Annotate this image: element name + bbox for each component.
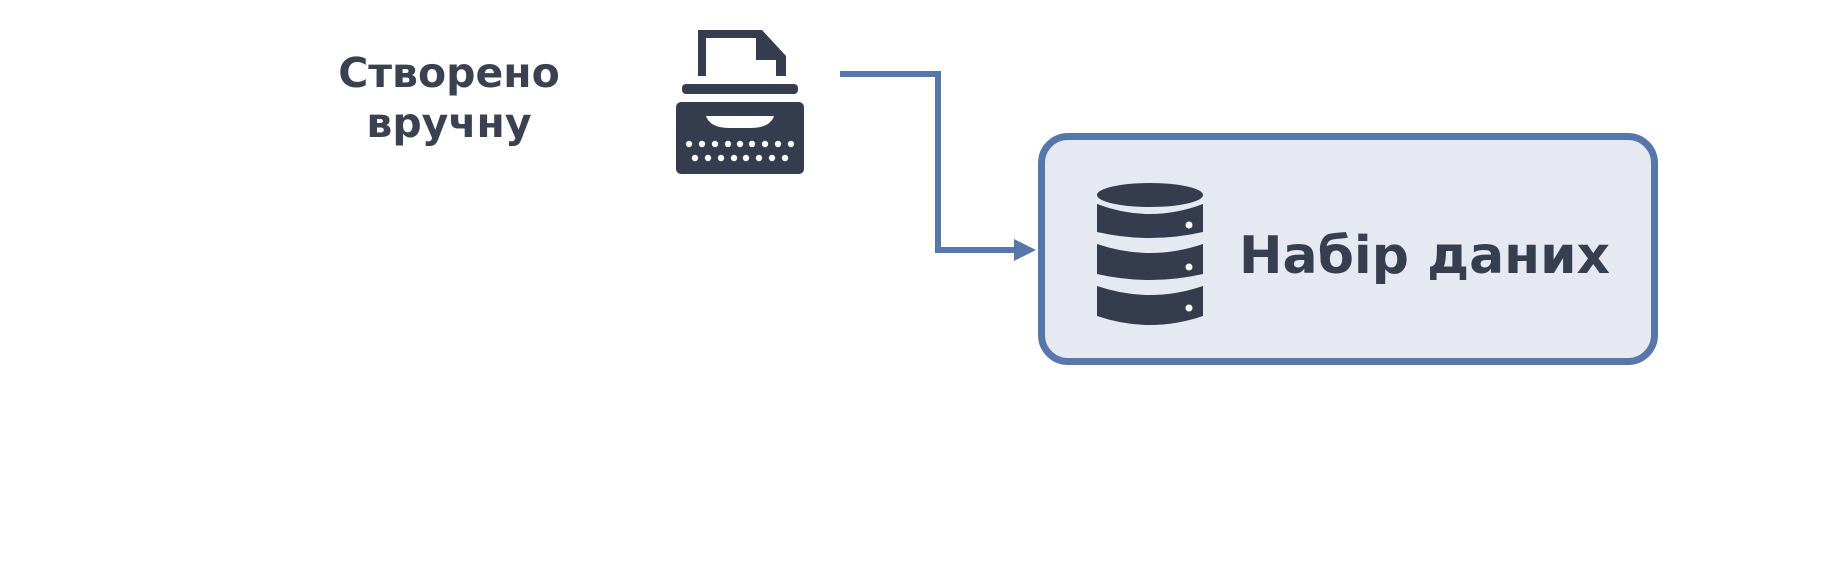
source-label: Створено вручну (318, 48, 580, 148)
source-label-line1: Створено (338, 49, 560, 97)
database-icon (1097, 183, 1203, 325)
dataset-label: Набір даних (1239, 226, 1611, 286)
source-label-line2: вручну (366, 99, 532, 147)
dataset-node: Набір даних (1038, 133, 1658, 365)
typewriter-icon (676, 30, 804, 174)
